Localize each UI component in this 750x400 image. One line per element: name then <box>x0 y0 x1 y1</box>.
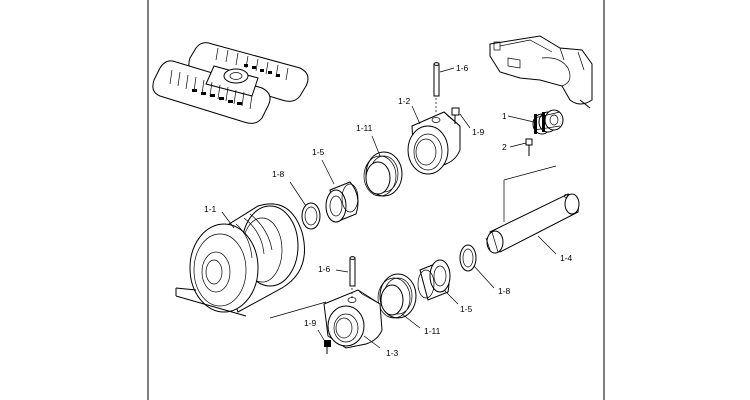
label-1-9-lower: 1-9 <box>304 318 317 328</box>
label-2: 2 <box>502 142 507 152</box>
label-1-11-upper: 1-11 <box>356 123 373 133</box>
label-1-8-upper: 1-8 <box>272 169 285 179</box>
part-1-adjuster <box>507 109 564 135</box>
part-1-11-lower-seal <box>377 273 421 329</box>
part-1-5-upper-bushing <box>321 159 359 223</box>
label-1-1: 1-1 <box>204 204 217 214</box>
label-1-5-lower: 1-5 <box>460 304 473 314</box>
part-1-4-shaft <box>485 165 580 255</box>
part-2-bolt <box>509 138 533 156</box>
part-1-3-lower-bracket <box>323 289 383 349</box>
part-1-8-lower-ring <box>459 244 495 289</box>
label-1-2: 1-2 <box>398 96 411 106</box>
part-1-9-lower-bolt <box>317 329 331 354</box>
label-1-4: 1-4 <box>560 253 573 263</box>
part-1-2-upper-bracket <box>407 105 461 175</box>
machine-frame-corner <box>489 35 593 109</box>
part-1-9-upper-bolt <box>451 107 471 129</box>
label-1-11-lower: 1-11 <box>424 326 441 336</box>
part-1-11-upper-seal <box>363 135 403 197</box>
track-frame-overview <box>152 42 309 124</box>
label-1-6-upper: 1-6 <box>456 63 469 73</box>
part-1-8-upper-ring <box>289 181 321 230</box>
label-1: 1 <box>502 111 507 121</box>
part-1-6-lower-pin <box>335 256 356 298</box>
label-1-6-lower: 1-6 <box>318 264 331 274</box>
label-1-3: 1-3 <box>386 348 399 358</box>
part-1-6-upper-pin <box>433 62 455 112</box>
label-1-8-lower: 1-8 <box>498 286 511 296</box>
label-1-5-upper: 1-5 <box>312 147 325 157</box>
part-1-5-lower-bushing <box>417 259 459 305</box>
label-1-9-upper: 1-9 <box>472 127 485 137</box>
part-1-1-track-roller <box>175 203 327 319</box>
